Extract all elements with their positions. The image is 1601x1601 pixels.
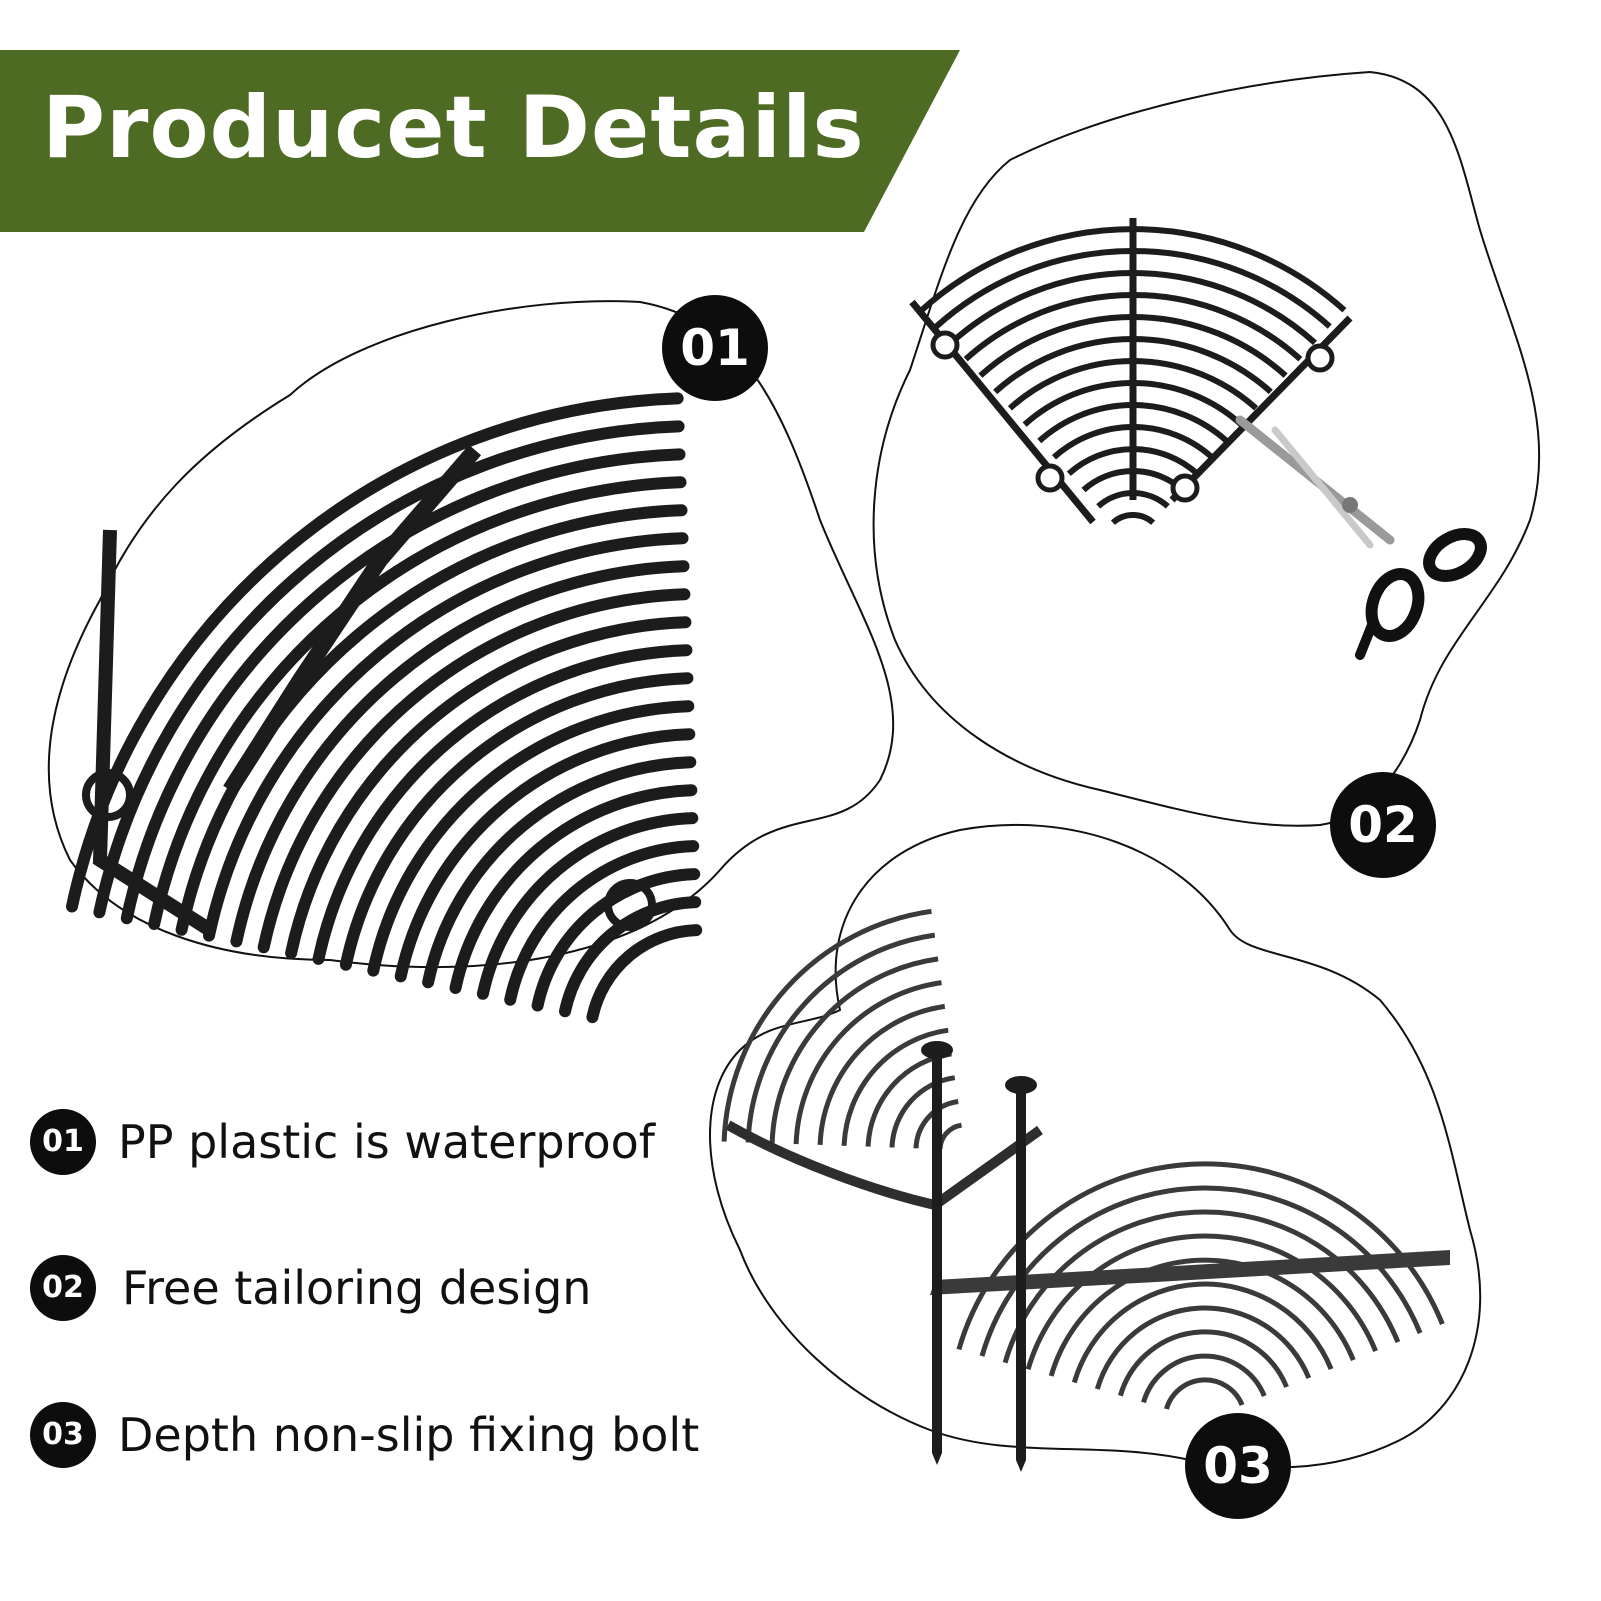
shelf-arc: [1164, 1377, 1245, 1410]
stake-bolt-icon: [921, 1041, 1037, 1472]
scissors-icon: [1235, 415, 1487, 660]
mount-hole-icon: [1035, 463, 1065, 493]
feature-number-02: 02: [30, 1255, 96, 1321]
page-title: Producet Details: [42, 78, 865, 178]
blob-outline-3: [709, 823, 1482, 1469]
grid-spoke: [223, 444, 482, 795]
grid-arc: [312, 644, 693, 965]
shelf-arc: [1002, 1209, 1401, 1364]
callout-badge-01: 01: [662, 295, 768, 401]
mount-hole-icon: [1170, 473, 1200, 503]
feature-text-waterproof: PP plastic is waterproof: [118, 1115, 655, 1169]
grid-arc: [203, 532, 689, 942]
feature-number-03: 03: [30, 1402, 96, 1468]
grid-arc: [449, 784, 698, 994]
upper-shelf-base: [725, 1120, 1043, 1211]
grid-arc: [394, 728, 696, 983]
shelf-arc: [1025, 1233, 1378, 1370]
shelf-arc: [817, 1003, 946, 1145]
grid-arc: [285, 616, 692, 960]
shelf-arc: [841, 1027, 949, 1146]
shelf-arc: [913, 1099, 959, 1149]
shelf-arc: [721, 908, 932, 1142]
callout-badge-03: 03: [1185, 1413, 1291, 1519]
shelf-arc: [889, 1075, 956, 1148]
shelf-arc: [793, 980, 942, 1145]
mount-hole-icon: [1305, 343, 1335, 373]
grid-arc: [120, 448, 686, 925]
feature-number-01: 01: [30, 1109, 96, 1175]
grid-arc: [1110, 511, 1156, 526]
mount-hole-icon: [604, 879, 656, 931]
mount-hole-icon: [930, 330, 960, 360]
grid-arc: [559, 896, 702, 1018]
mount-hole-icon: [82, 769, 134, 821]
grid-arc: [339, 672, 694, 971]
grid-arc: [367, 700, 695, 977]
grid-arc: [531, 868, 701, 1012]
quarter-grid-illustration: [909, 218, 1353, 526]
grid-arc: [504, 840, 700, 1006]
shelf-arc: [1048, 1257, 1356, 1377]
callout-badge-02: 02: [1330, 772, 1436, 878]
grid-outer-rail: [92, 529, 214, 936]
tiered-shelf-illustration: [721, 908, 1450, 1410]
grid-arc: [586, 924, 703, 1024]
grid-arc: [66, 392, 684, 913]
shelf-arc: [956, 1161, 1445, 1351]
shelf-arc: [1071, 1281, 1334, 1384]
lower-shelf-base: [930, 1250, 1450, 1295]
shelf-arc: [1141, 1353, 1267, 1404]
grid-arc: [422, 756, 697, 989]
shelf-arc: [769, 956, 939, 1144]
shelf-arc: [937, 1122, 963, 1150]
feature-text-bolt: Depth non-slip fixing bolt: [118, 1408, 700, 1462]
grid-arc: [257, 588, 691, 954]
feature-text-tailoring: Free tailoring design: [122, 1261, 592, 1315]
grid-arc: [230, 560, 690, 948]
grid-arc: [93, 420, 685, 919]
grid-arc: [175, 504, 688, 936]
shelf-arc: [1117, 1329, 1289, 1397]
grid-arc: [476, 812, 699, 1000]
shelf-arc: [1094, 1305, 1312, 1390]
shelf-arc: [745, 932, 936, 1143]
header-banner: [0, 50, 960, 232]
grid-closeup-illustration: [66, 392, 703, 1024]
